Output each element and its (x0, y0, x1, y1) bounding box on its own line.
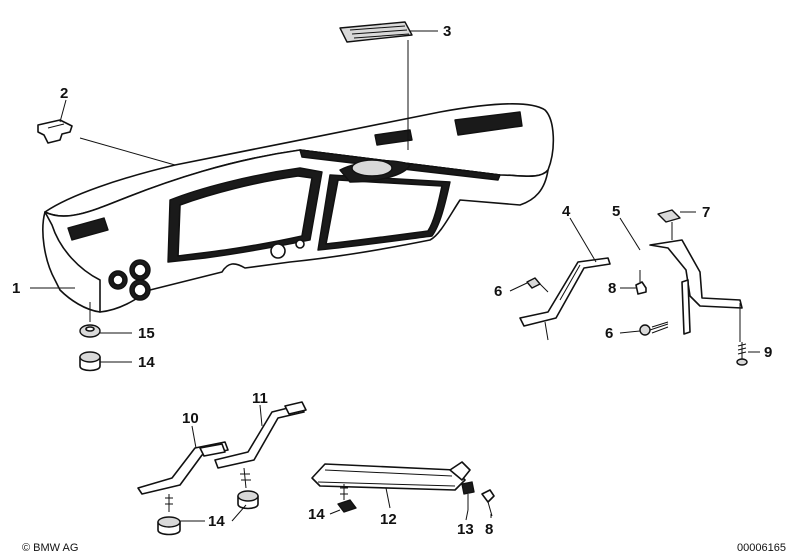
callout-9: 9 (764, 344, 772, 361)
nut-part-14-rail (337, 484, 357, 513)
callout-14-mid: 14 (208, 513, 225, 530)
clip-part-2 (37, 119, 176, 166)
rail-part-12 (311, 461, 471, 491)
screw-part-8-lower (481, 489, 495, 517)
diagram-number: 00006165 (737, 542, 786, 554)
bracket-part-10 (137, 441, 229, 495)
callout-8-upper: 8 (608, 280, 616, 297)
callout-14-left: 14 (138, 354, 155, 371)
callout-10: 10 (182, 410, 199, 427)
clip-part-7 (657, 209, 681, 240)
screw-part-6-lower (639, 321, 669, 336)
nut-part-14-left (79, 351, 101, 372)
callout-1: 1 (12, 280, 20, 297)
callout-6-lower: 6 (605, 325, 613, 342)
nut-part-14-right (237, 467, 259, 510)
callout-4: 4 (562, 203, 571, 220)
callout-7: 7 (702, 204, 710, 221)
callout-11: 11 (252, 390, 268, 407)
copyright-text: © BMW AG (22, 542, 78, 554)
grille-part-3 (339, 21, 413, 150)
bracket-part-5 (649, 239, 743, 342)
nut-part-14-mid (157, 494, 181, 536)
clip-part-13 (461, 481, 475, 510)
screw-part-6-upper (526, 277, 549, 293)
callout-14-rail: 14 (308, 506, 325, 523)
callout-6-upper: 6 (494, 283, 502, 300)
bracket-part-11 (214, 401, 307, 469)
callout-3: 3 (443, 23, 451, 40)
screw-part-9 (736, 342, 748, 366)
callout-13: 13 (457, 521, 474, 538)
screw-part-8-upper (635, 270, 647, 295)
leader-lines (30, 30, 760, 522)
dashboard-panel (42, 102, 555, 313)
callout-numbers: 1 2 3 4 5 6 6 7 8 8 9 10 11 12 13 14 14 … (12, 23, 772, 538)
callout-2: 2 (60, 85, 68, 102)
bracket-part-4 (519, 257, 611, 341)
callout-5: 5 (612, 203, 620, 220)
callout-12: 12 (380, 511, 397, 528)
callout-8-lower: 8 (485, 521, 493, 538)
callout-15: 15 (138, 325, 155, 342)
nut-part-15 (79, 324, 101, 338)
